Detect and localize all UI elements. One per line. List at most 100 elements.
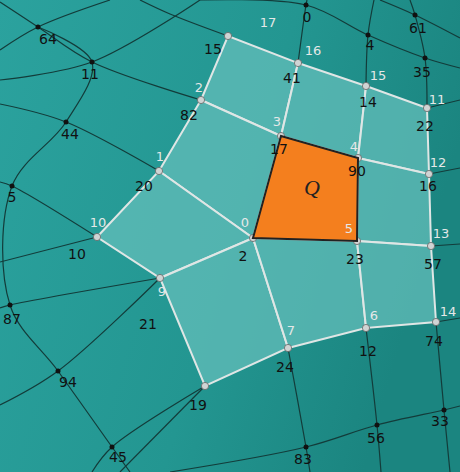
mesh-line	[0, 278, 160, 405]
local-vertex-id: 10	[90, 216, 107, 229]
mesh-line	[170, 406, 460, 472]
mesh-line	[92, 386, 205, 472]
mesh-line	[431, 244, 460, 246]
patch-vertex	[197, 96, 204, 103]
global-vertex-id: 2	[239, 249, 248, 263]
vertex-dot	[413, 13, 418, 18]
patch-vertex	[294, 59, 301, 66]
vertex-dot	[56, 369, 61, 374]
face-label: Q	[304, 175, 320, 201]
global-vertex-id: 33	[431, 414, 449, 428]
patch-vertex	[155, 167, 162, 174]
local-vertex-id: 6	[370, 309, 378, 322]
vertex-dot	[366, 33, 371, 38]
vertex-dot	[90, 60, 95, 65]
global-vertex-id: 41	[283, 71, 301, 85]
global-vertex-id: 90	[348, 164, 366, 178]
local-vertex-id: 5	[345, 222, 353, 235]
patch-vertex	[432, 318, 439, 325]
global-vertex-id: 21	[139, 317, 157, 331]
local-vertex-id: 0	[241, 216, 249, 229]
global-vertex-id: 10	[68, 247, 86, 261]
patch-vertex	[362, 82, 369, 89]
global-vertex-id: 61	[409, 21, 427, 35]
vertex-dot	[110, 445, 115, 450]
local-vertex-id: 15	[370, 69, 387, 82]
vertex-dot	[423, 56, 428, 61]
global-vertex-id: 22	[416, 119, 434, 133]
local-vertex-id: 11	[429, 93, 446, 106]
local-vertex-id: 14	[440, 305, 457, 318]
mesh-line	[0, 104, 159, 171]
vertex-dot	[442, 408, 447, 413]
global-vertex-id: 94	[59, 375, 77, 389]
global-vertex-id: 0	[303, 10, 312, 24]
mesh-line	[380, 0, 460, 38]
local-vertex-id: 4	[350, 140, 358, 153]
global-vertex-id: 16	[419, 179, 437, 193]
quad-face: Q	[253, 136, 358, 241]
mesh-line	[140, 0, 228, 36]
local-vertex-id: 3	[273, 115, 281, 128]
vertex-dot	[375, 423, 380, 428]
global-vertex-id: 19	[189, 398, 207, 412]
mesh-line	[0, 0, 110, 50]
patch-vertex	[362, 324, 369, 331]
global-vertex-id: 57	[424, 257, 442, 271]
patch-vertex	[224, 32, 231, 39]
quad-fill	[253, 136, 358, 241]
global-vertex-id: 56	[367, 431, 385, 445]
vertex-dot	[304, 3, 309, 8]
mesh-line	[0, 237, 97, 262]
global-vertex-id: 5	[8, 190, 17, 204]
local-vertex-id: 13	[433, 227, 450, 240]
local-vertex-id: 12	[430, 156, 447, 169]
global-vertex-id: 20	[135, 179, 153, 193]
mesh-line	[3, 27, 130, 472]
global-vertex-id: 64	[39, 32, 57, 46]
mesh-line	[0, 2, 201, 100]
patch-quad	[357, 241, 436, 328]
local-vertex-id: 9	[158, 285, 166, 298]
global-vertex-id: 83	[294, 452, 312, 466]
vertex-dot	[10, 184, 15, 189]
patch-vertex	[156, 274, 163, 281]
global-vertex-id: 82	[180, 108, 198, 122]
mesh-line	[429, 168, 460, 174]
patch-vertex	[284, 344, 291, 351]
global-vertex-id: 74	[425, 334, 443, 348]
global-vertex-id: 87	[3, 312, 21, 326]
local-vertex-id: 17	[260, 16, 277, 29]
local-vertex-id: 1	[156, 150, 164, 163]
global-vertex-id: 17	[270, 142, 288, 156]
global-vertex-id: 15	[204, 42, 222, 56]
global-vertex-id: 35	[413, 65, 431, 79]
global-vertex-id: 14	[359, 95, 377, 109]
patch-vertex	[93, 233, 100, 240]
patch-vertex	[427, 242, 434, 249]
patch-vertex	[201, 382, 208, 389]
global-vertex-id: 12	[359, 344, 377, 358]
mesh-line	[0, 0, 200, 80]
patch-vertex	[425, 170, 432, 177]
mesh-line	[0, 182, 97, 237]
vertex-dot	[36, 25, 41, 30]
global-vertex-id: 45	[109, 450, 127, 464]
global-vertex-id: 4	[366, 38, 375, 52]
vertex-dot	[64, 120, 69, 125]
patch	[97, 36, 436, 386]
vertex-dot	[304, 445, 309, 450]
global-vertex-id: 11	[81, 67, 99, 81]
local-vertex-id: 2	[195, 81, 203, 94]
patch-quad	[253, 238, 366, 348]
local-vertex-id: 16	[305, 44, 322, 57]
vertex-dot	[8, 303, 13, 308]
global-vertex-id: 24	[276, 360, 294, 374]
global-vertex-id: 44	[61, 127, 79, 141]
patch-quad	[357, 158, 431, 246]
local-vertex-id: 7	[287, 324, 295, 337]
global-vertex-id: 23	[346, 252, 364, 266]
